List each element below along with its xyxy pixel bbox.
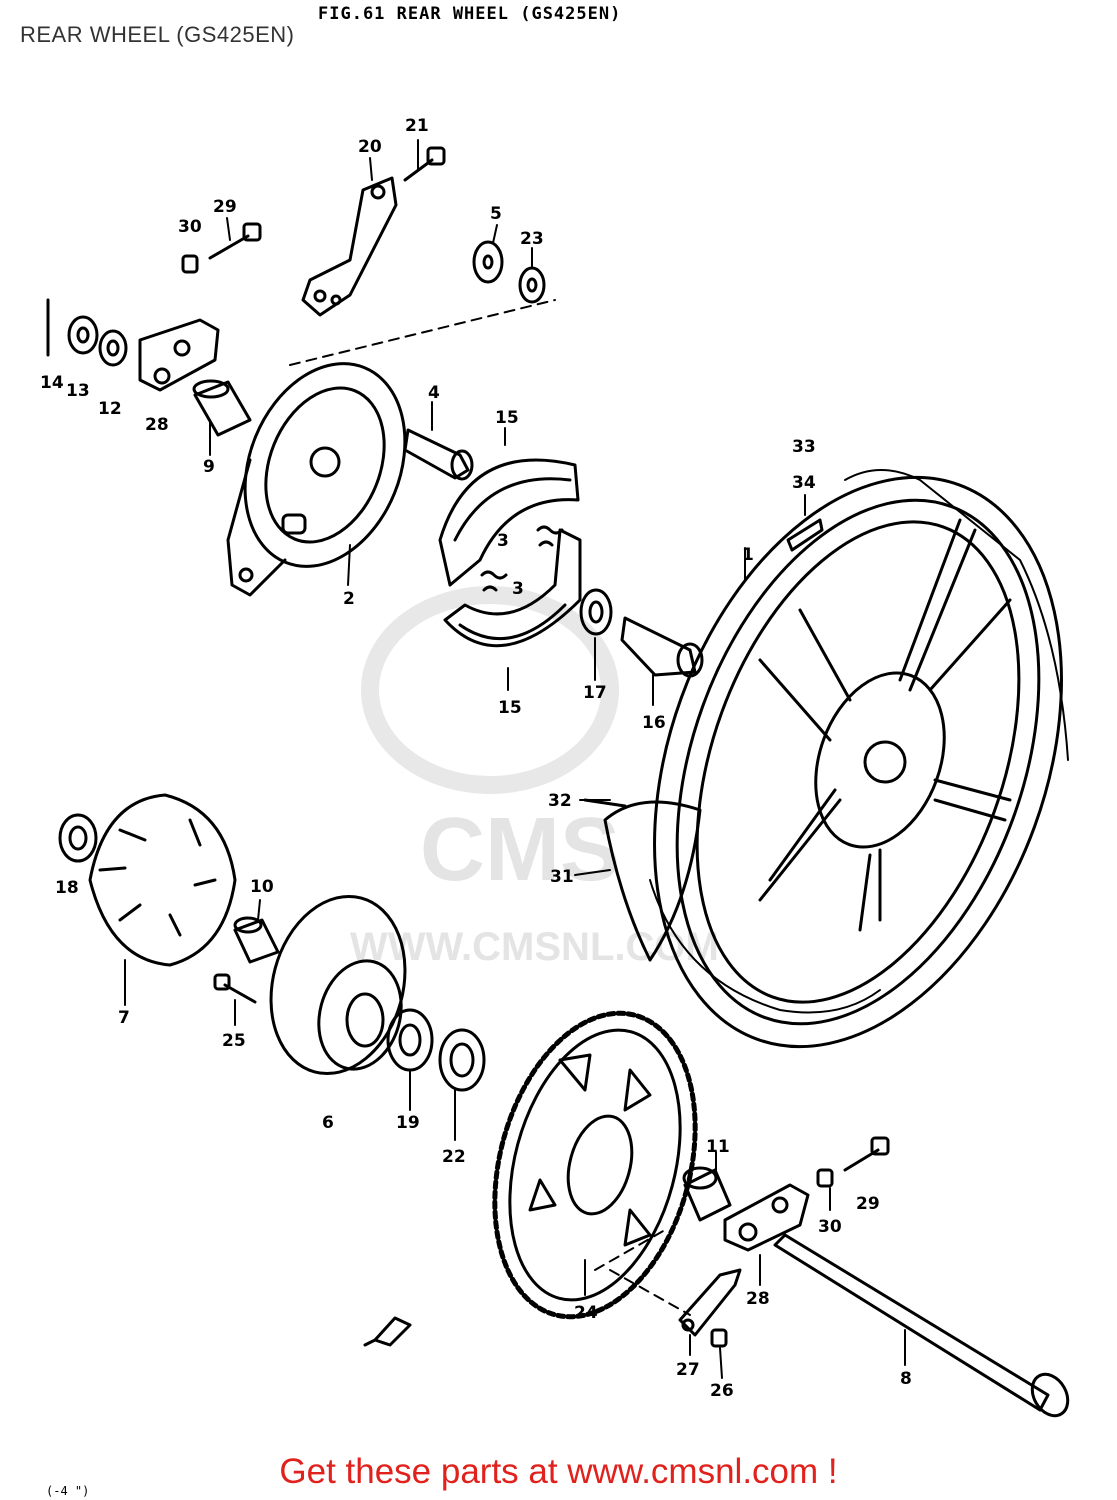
part-29-bolt[interactable] [208, 222, 262, 260]
callout-9[interactable]: 9 [203, 457, 215, 477]
part-4-brake-cam[interactable] [403, 428, 474, 481]
part-15-brake-shoe-lower[interactable] [443, 528, 582, 648]
callout-33[interactable]: 33 [792, 437, 816, 457]
callout-labels: 21 20 29 30 5 23 14 13 12 28 9 4 15 3 3 … [40, 116, 912, 1401]
callout-7[interactable]: 7 [118, 1008, 130, 1028]
callout-5[interactable]: 5 [490, 204, 502, 224]
part-18-bearing[interactable] [58, 813, 98, 863]
callout-3-upper[interactable]: 3 [497, 531, 509, 551]
callout-29[interactable]: 29 [213, 197, 237, 217]
callout-11[interactable]: 11 [706, 1137, 730, 1157]
part-15-brake-shoe-upper[interactable] [438, 458, 580, 587]
callout-3-lower[interactable]: 3 [512, 579, 524, 599]
tire-tread [649, 469, 1069, 1014]
callout-18[interactable]: 18 [55, 878, 79, 898]
part-6-sprocket-mounting-drum[interactable] [252, 881, 424, 1089]
part-3-brake-spring[interactable] [480, 525, 564, 592]
page-title: REAR WHEEL (GS425EN) [20, 22, 295, 47]
watermark-logo: CMS WWW.CMSNL.COM [350, 586, 719, 969]
front-direction-arrow-icon [363, 1316, 412, 1347]
part-28-chain-adjuster[interactable] [138, 318, 220, 392]
callout-25[interactable]: 25 [222, 1031, 246, 1051]
leader-lines [124, 139, 906, 1379]
callout-32[interactable]: 32 [548, 791, 572, 811]
callout-17[interactable]: 17 [583, 683, 607, 703]
callout-28[interactable]: 28 [145, 415, 169, 435]
part-22-oil-seal[interactable] [438, 1028, 486, 1092]
part-29-bolt-lower[interactable] [843, 1136, 890, 1172]
callout-31[interactable]: 31 [550, 867, 574, 887]
callout-30[interactable]: 30 [178, 217, 202, 237]
part-23-washer[interactable] [518, 266, 546, 304]
footer-link-text[interactable]: Get these parts at www.cmsnl.com ! [279, 1452, 838, 1491]
part-8-rear-axle[interactable] [773, 1233, 1075, 1422]
part-2-brake-panel[interactable] [216, 340, 434, 597]
callout-24[interactable]: 24 [574, 1303, 598, 1323]
callout-27[interactable]: 27 [676, 1360, 700, 1380]
callout-12[interactable]: 12 [98, 399, 122, 419]
callout-20[interactable]: 20 [358, 137, 382, 157]
part-1-rear-wheel[interactable] [580, 420, 1117, 1103]
callout-2[interactable]: 2 [343, 589, 355, 609]
callout-1[interactable]: 1 [742, 545, 754, 565]
callout-15-lower[interactable]: 15 [498, 698, 522, 718]
part-5-washer[interactable] [472, 240, 504, 284]
callout-15-upper[interactable]: 15 [495, 408, 519, 428]
part-24-rear-sprocket[interactable] [463, 991, 727, 1340]
callout-26[interactable]: 26 [710, 1381, 734, 1401]
callout-10[interactable]: 10 [250, 877, 274, 897]
callout-16[interactable]: 16 [642, 713, 666, 733]
part-9-spacer[interactable] [192, 379, 252, 437]
callout-4[interactable]: 4 [428, 383, 440, 403]
part-30-nut[interactable] [181, 254, 199, 274]
callout-29-lower[interactable]: 29 [856, 1194, 880, 1214]
part-27-bracket[interactable] [678, 1268, 742, 1337]
callout-21[interactable]: 21 [405, 116, 429, 136]
callout-19[interactable]: 19 [396, 1113, 420, 1133]
part-33-valve[interactable] [786, 518, 824, 552]
part-11-spacer[interactable] [682, 1166, 732, 1222]
callout-34[interactable]: 34 [792, 473, 816, 493]
callout-8[interactable]: 8 [900, 1369, 912, 1389]
part-13-axle-nut[interactable] [67, 315, 99, 355]
part-30-nut-lower[interactable] [816, 1168, 834, 1188]
part-16-wheel-spacer[interactable] [620, 616, 704, 678]
part-17-oil-seal[interactable] [579, 588, 613, 636]
part-31-tire[interactable] [603, 800, 702, 962]
callout-28-lower[interactable]: 28 [746, 1289, 770, 1309]
callout-6[interactable]: 6 [322, 1113, 334, 1133]
part-28-chain-adjuster-lower[interactable] [723, 1183, 810, 1252]
part-21-bolt[interactable] [403, 146, 446, 182]
part-20-torque-arm[interactable] [301, 176, 398, 317]
callout-23[interactable]: 23 [520, 229, 544, 249]
figure-header: FIG.61 REAR WHEEL (GS425EN) [318, 4, 622, 24]
part-7-cush-rubber[interactable] [88, 793, 237, 967]
part-26-nut[interactable] [710, 1328, 728, 1348]
callout-14[interactable]: 14 [40, 373, 64, 393]
corner-mark: (-4 ") [46, 1484, 90, 1498]
callout-30-lower[interactable]: 30 [818, 1217, 842, 1237]
part-12-washer[interactable] [98, 329, 128, 367]
part-10-spacer[interactable] [233, 916, 280, 964]
part-25-bolt[interactable] [213, 973, 257, 1004]
svg-text:CMS: CMS [420, 800, 620, 900]
callout-13[interactable]: 13 [66, 381, 90, 401]
callout-22[interactable]: 22 [442, 1147, 466, 1167]
